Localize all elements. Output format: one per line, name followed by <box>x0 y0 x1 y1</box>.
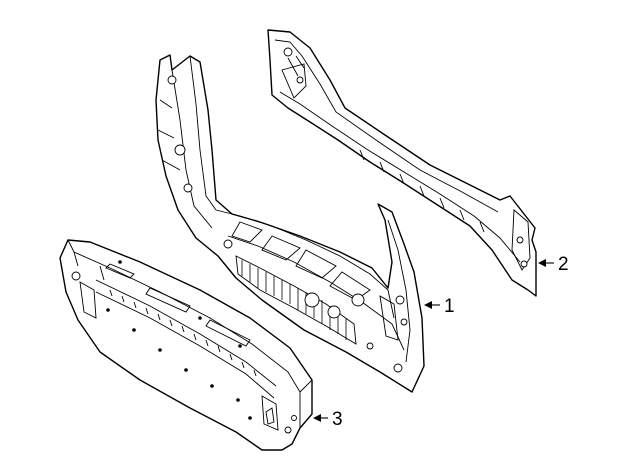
callout-2: 2 <box>538 254 569 275</box>
callout-label-2: 2 <box>558 254 569 275</box>
callout-1: 1 <box>424 296 455 317</box>
callout-3: 3 <box>313 409 343 430</box>
callout-label-1: 1 <box>444 296 455 317</box>
part-3-bumper-reinforcement[interactable] <box>59 239 313 451</box>
part-1-rear-body-panel[interactable] <box>155 54 425 393</box>
part-2-upper-panel[interactable] <box>267 29 537 297</box>
callout-label-3: 3 <box>332 409 343 430</box>
